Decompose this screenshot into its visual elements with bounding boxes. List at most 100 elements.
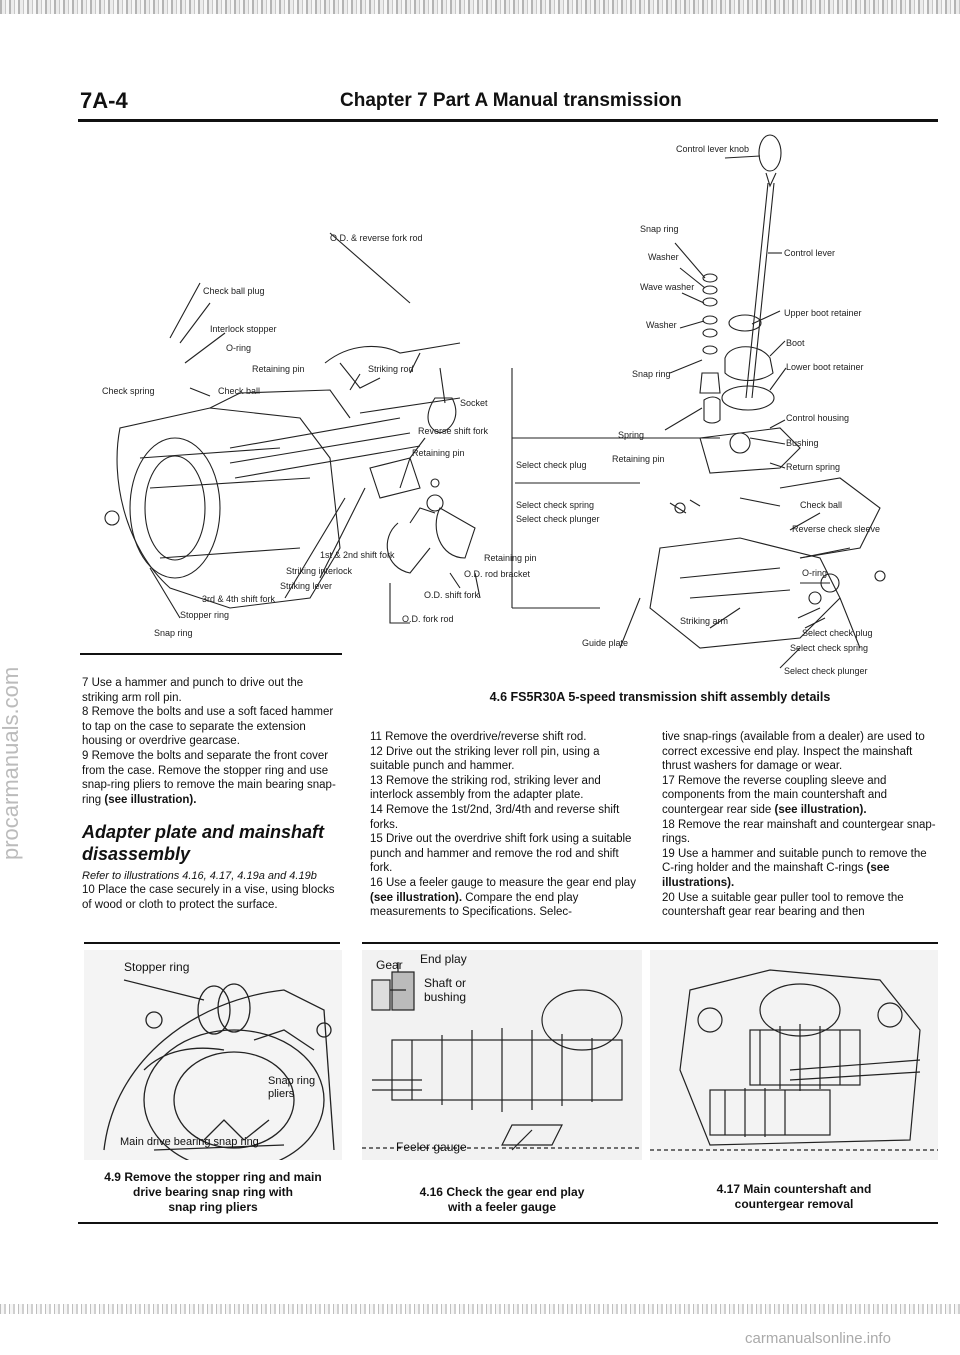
text-column-3: tive snap-rings (available from a dealer… (662, 730, 938, 920)
label-interlock-stopper: Interlock stopper (210, 324, 277, 334)
shift-assembly-diagram: Control lever knob Control lever Upper b… (80, 128, 940, 688)
label-upper-boot-retainer: Upper boot retainer (784, 308, 862, 318)
paragraph-16: 16 Use a feeler gauge to measure the gea… (370, 876, 642, 920)
label-main-drive-bearing-snap-ring: Main drive bearing snap ring (120, 1136, 259, 1148)
label-od-reverse-fork-rod: O.D. & reverse fork rod (330, 233, 423, 243)
paragraph-16-cont: tive snap-rings (available from a dealer… (662, 731, 925, 773)
caption-4-17-line-1: 4.17 Main countershaft and (716, 1182, 872, 1196)
paragraph-9: 9 Remove the bolts and separate the fron… (82, 749, 342, 807)
text-column-1: 7 Use a hammer and punch to drive out th… (82, 676, 342, 913)
label-stopper-ring: Stopper ring (180, 610, 230, 620)
paragraph-17: 17 Remove the reverse coupling sleeve an… (662, 774, 938, 818)
paragraph-12: 12 Drive out the striking lever roll pin… (370, 745, 600, 773)
label-shaft-or: Shaft or (424, 976, 467, 990)
label-striking-arm: Striking arm (680, 616, 729, 626)
figure-caption-4-6: 4.6 FS5R30A 5-speed transmission shift a… (489, 690, 831, 704)
caption-4-17-line-2: countergear removal (734, 1197, 854, 1211)
caption-4-16-line-1: 4.16 Check the gear end play (419, 1185, 585, 1199)
label-snap-ring-left: Snap ring (154, 628, 193, 638)
label-select-check-plunger: Select check plunger (516, 514, 600, 524)
caption-4-9: 4.9 Remove the stopper ring and main dri… (84, 1170, 342, 1215)
see-illustration-ref: (see illustration). (104, 793, 197, 806)
label-bushing-photo: bushing (424, 990, 467, 1004)
section-heading: Adapter plate and mainshaft disassembly (82, 822, 325, 865)
scan-noise-bottom (0, 1304, 960, 1314)
label-snap-ring-top: Snap ring (640, 224, 679, 234)
photo-4-9-drawing (84, 950, 342, 1171)
label-3rd-4th-shift-fork: 3rd & 4th shift fork (202, 594, 276, 604)
paragraph-15: 15 Drive out the overdrive shift fork us… (370, 833, 632, 875)
label-wave-washer: Wave washer (640, 282, 695, 292)
photo-4-17-drawing (650, 950, 938, 1160)
caption-4-16: 4.16 Check the gear end play with a feel… (362, 1185, 642, 1215)
paragraph-10: 10 Place the case securely in a vise, us… (82, 884, 335, 911)
see-illustration-ref: (see illustration). (774, 803, 867, 816)
paragraph-7: 7 Use a hammer and punch to drive out th… (82, 677, 304, 704)
label-retaining-pin-centre: Retaining pin (412, 448, 465, 458)
paragraph-9-text: 9 Remove the bolts and separate the fron… (82, 749, 336, 806)
label-return-spring: Return spring (786, 462, 841, 472)
see-illustration-ref: (see illustration). (370, 891, 463, 904)
page-title: Chapter 7 Part A Manual transmission (340, 90, 682, 111)
paragraph-19: 19 Use a hammer and suitable punch to re… (662, 847, 938, 891)
label-check-spring: Check spring (102, 386, 155, 396)
photo-4-17 (650, 950, 938, 1160)
label-stopper-ring-photo: Stopper ring (124, 960, 190, 974)
paragraph-18: 18 Remove the rear mainshaft and counter… (662, 818, 936, 846)
label-gear: Gear (376, 958, 403, 972)
shift-assembly-drawing (104, 134, 886, 669)
label-feeler-gauge: Feeler gauge (396, 1140, 467, 1154)
see-illustrations-ref: (see illustrations). (662, 862, 890, 889)
photo-rule-left (84, 942, 340, 944)
label-retaining-pin-mid: Retaining pin (612, 454, 665, 464)
caption-4-9-line-1: 4.9 Remove the stopper ring and main (104, 1170, 322, 1184)
label-washer-2: Washer (646, 320, 677, 330)
refer-to-illustrations: Refer to illustrations 4.16, 4.17, 4.19a… (82, 870, 317, 883)
label-control-housing: Control housing (786, 413, 850, 423)
label-reverse-shift-fork: Reverse shift fork (418, 426, 489, 436)
label-o-ring-left: O-ring (226, 343, 252, 353)
label-o-ring-right: O-ring (802, 568, 828, 578)
paragraph-19-text: 19 Use a hammer and suitable punch to re… (662, 847, 927, 875)
paragraph-16-text: 16 Use a feeler gauge to measure the gea… (370, 876, 636, 889)
photo-rule-right (362, 942, 938, 944)
label-lower-boot-retainer: Lower boot retainer (786, 362, 864, 372)
label-guide-plate: Guide plate (582, 638, 629, 648)
scan-noise-top (0, 0, 960, 14)
label-od-fork-rod: O.D. fork rod (402, 614, 454, 624)
paragraph-16-text-cont: Compare the end play measurements to Spe… (370, 891, 579, 919)
label-boot: Boot (786, 338, 805, 348)
label-striking-rod: Striking rod (368, 364, 414, 374)
paragraph-14: 14 Remove the 1st/2nd, 3rd/4th and rever… (370, 803, 620, 831)
label-od-rod-bracket: O.D. rod bracket (464, 569, 531, 579)
caption-4-16-line-2: with a feeler gauge (447, 1200, 557, 1214)
label-od-shift-fork: O.D. shift fork (424, 590, 480, 600)
label-select-check-plug: Select check plug (516, 460, 587, 470)
label-check-ball-left: Check ball (218, 386, 261, 396)
photo-4-16-drawing (362, 950, 642, 1160)
watermark-bottom: carmanualsonline.info (745, 1330, 891, 1347)
paragraph-20: 20 Use a suitable gear puller tool to re… (662, 891, 904, 919)
label-reverse-check-sleeve: Reverse check sleeve (792, 524, 881, 534)
label-control-lever: Control lever (784, 248, 836, 258)
label-washer-1: Washer (648, 252, 679, 262)
label-spring: Spring (618, 430, 645, 440)
label-select-check-plug-right: Select check plug (802, 628, 873, 638)
column-divider (80, 653, 342, 655)
page-number: 7A-4 (80, 88, 128, 113)
label-bushing: Bushing (786, 438, 819, 448)
label-snap-ring-mid: Snap ring (632, 369, 671, 379)
header-rule (78, 119, 938, 122)
label-check-ball-plug: Check ball plug (203, 286, 265, 296)
label-retaining-pin-left: Retaining pin (252, 364, 305, 374)
label-select-check-spring-right: Select check spring (790, 643, 869, 653)
label-snap-ring-pliers: Snap ring pliers (268, 1075, 316, 1100)
paragraph-8: 8 Remove the bolts and use a soft faced … (82, 706, 334, 748)
photo-4-16: Gear End play Shaft or bushing Feeler ga… (362, 950, 642, 1160)
text-column-2: 11 Remove the overdrive/reverse shift ro… (370, 730, 642, 920)
caption-4-17: 4.17 Main countershaft and countergear r… (650, 1182, 938, 1212)
label-select-check-plunger-right: Select check plunger (784, 666, 868, 676)
label-end-play: End play (420, 952, 467, 966)
label-1st-2nd-shift-fork: 1st & 2nd shift fork (320, 550, 395, 560)
caption-4-9-line-2: drive bearing snap ring with (132, 1185, 294, 1199)
